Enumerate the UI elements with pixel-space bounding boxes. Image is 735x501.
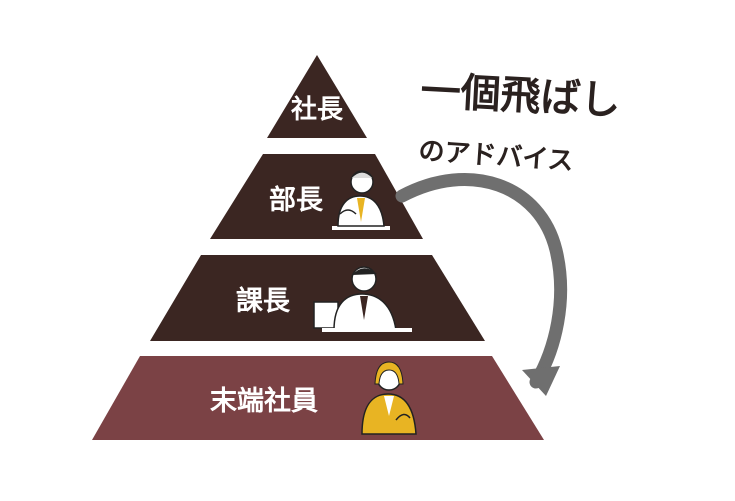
skip-arrow-head: [522, 366, 560, 396]
headline-subtitle: のアドバイス: [418, 136, 575, 177]
staff-person-icon: [361, 361, 417, 435]
tier-staff: [92, 356, 544, 440]
tier-manager: [150, 255, 485, 341]
tier-president: [267, 55, 367, 138]
headline-title: 一個飛ばし: [419, 68, 621, 124]
manager-person-icon: [313, 266, 412, 332]
tier-president-label: 社長: [291, 94, 344, 125]
director-person-icon: [332, 170, 390, 230]
tier-manager-label: 課長: [236, 285, 291, 317]
skip-arrow: [395, 173, 568, 389]
tier-director-label: 部長: [269, 184, 324, 216]
tier-staff-label: 末端社員: [210, 385, 318, 417]
